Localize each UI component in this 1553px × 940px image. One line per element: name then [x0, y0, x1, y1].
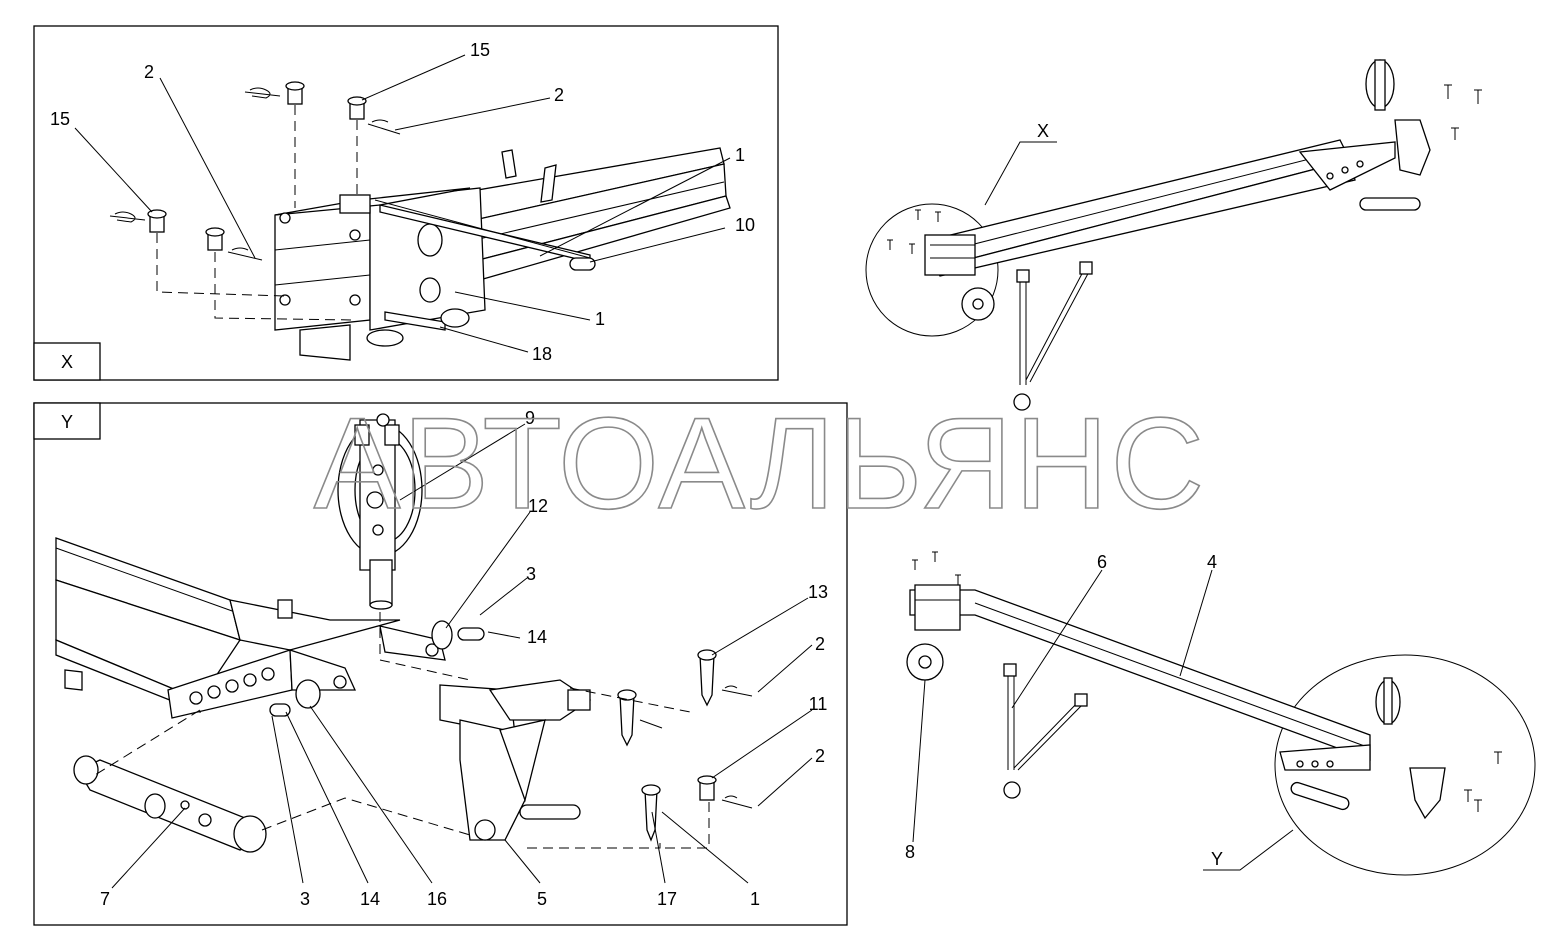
callout-label: 14	[360, 889, 380, 909]
callout-label: 14	[527, 627, 547, 647]
callout-label: 7	[100, 889, 110, 909]
callout-label: 13	[808, 582, 828, 602]
callout-label: 1	[750, 889, 760, 909]
support-bracket-y	[439, 679, 592, 841]
view-y-tag: Y	[61, 412, 73, 432]
callout-label: 10	[735, 215, 755, 235]
callout-label: 12	[528, 496, 548, 516]
callout-label: 2	[144, 62, 154, 82]
callout-label: 2	[815, 746, 825, 766]
callout-label: 17	[657, 889, 677, 909]
overview-tag-x: X	[1037, 121, 1049, 141]
callout-labels-x: 15 2 2 15 1 10 1 18	[50, 40, 755, 364]
callout-label: 15	[50, 109, 70, 129]
callout-label: 9	[525, 408, 535, 428]
callout-label: 5	[537, 889, 547, 909]
leaders-x	[74, 54, 731, 353]
watermark: АВТОАЛЬЯНС	[314, 390, 1207, 536]
callout-label: 8	[905, 842, 915, 862]
callout-label: 2	[554, 85, 564, 105]
pins-x	[109, 81, 591, 261]
callout-label: 6	[1097, 552, 1107, 572]
callout-label: 1	[735, 145, 745, 165]
bracket-x	[274, 187, 596, 361]
overview-tag-y: Y	[1211, 849, 1223, 869]
view-x-tag: X	[61, 352, 73, 372]
leaders-y	[111, 423, 813, 889]
callout-label: 16	[427, 889, 447, 909]
callout-labels-y: 9 12 3 14 13 2 11 2 7 3 14 16 5 17 1	[100, 408, 828, 909]
detail-view-x: X	[33, 25, 779, 381]
callout-label: 4	[1207, 552, 1217, 572]
detail-view-y: Y	[33, 402, 848, 926]
callout-label: 2	[815, 634, 825, 654]
cylinder-y	[73, 620, 485, 853]
callout-label: 18	[532, 344, 552, 364]
callout-label: 1	[595, 309, 605, 329]
callout-label: 15	[470, 40, 490, 60]
overview-assembled: X	[865, 59, 1482, 411]
overview-exploded: 6 4 8 Y	[905, 551, 1536, 876]
pins-y	[617, 649, 753, 842]
callout-label: 11	[809, 694, 828, 714]
callout-label: 3	[526, 564, 536, 584]
callout-label: 3	[300, 889, 310, 909]
sheave-block-y	[337, 413, 423, 610]
